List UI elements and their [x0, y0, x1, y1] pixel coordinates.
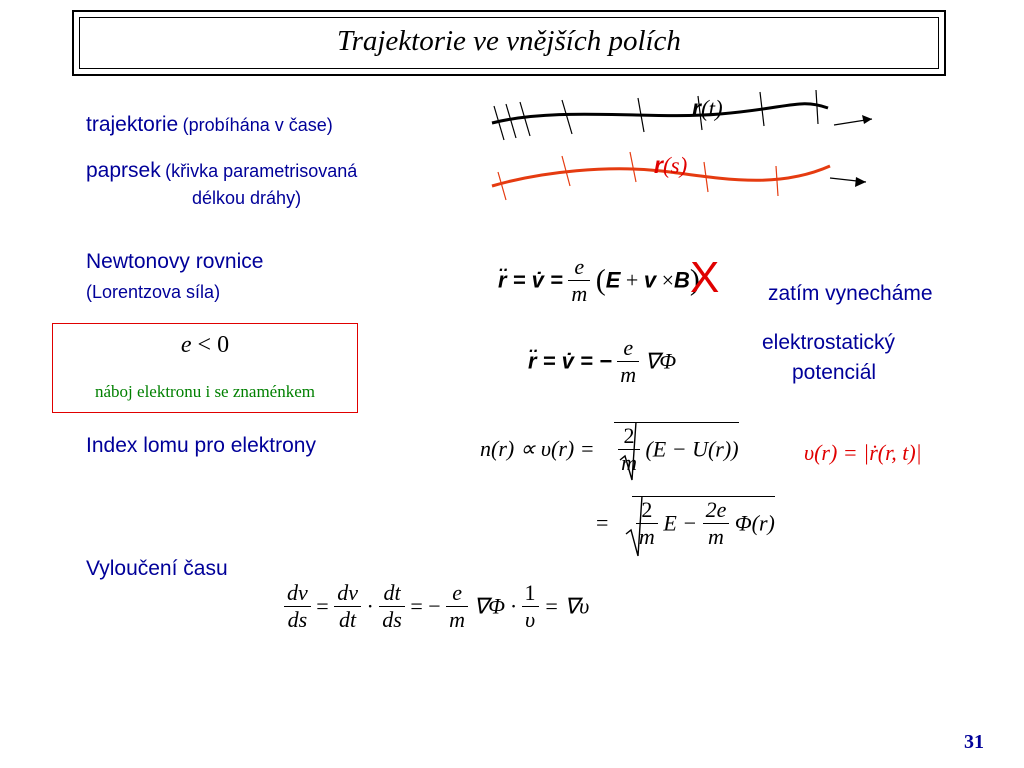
path-arrow-head [855, 177, 866, 187]
time-elimination-label: Vyloučení času [86, 557, 228, 580]
time-trajectory-label: r(t) [692, 95, 723, 121]
trajectory-main: trajektorie [86, 113, 179, 136]
title-frame: Trajektorie ve vnějších polích [72, 10, 946, 76]
speed-definition: υ(r) = |ṙ(r, t)| [804, 440, 922, 465]
time-arrow-head [862, 115, 872, 124]
ray-label: paprsek (křivka parametrisovaná [86, 159, 357, 183]
potential-label-2: potenciál [792, 361, 877, 384]
time-tick-marks [493, 89, 819, 141]
electron-charge-box: e < 0 náboj elektronu i se znaménkem [52, 323, 358, 413]
lorentz-label: (Lorentzova síla) [86, 282, 221, 302]
trajectory-note: (probíhána v čase) [182, 115, 333, 135]
ray-note-1: (křivka parametrisovaná [165, 161, 358, 181]
ray-note-2: délkou dráhy) [192, 188, 302, 208]
sqrt-sign-2 [625, 495, 643, 557]
crossed-out-mark: X [690, 253, 720, 302]
sqrt-sign-1 [619, 421, 637, 481]
omit-note: zatím vynecháme [768, 282, 933, 305]
ray-main: paprsek [86, 159, 161, 182]
trajectory-diagram [491, 89, 873, 201]
path-tick-marks [497, 151, 779, 201]
time-trajectory-curve [491, 102, 829, 125]
path-ray-curve [491, 164, 831, 188]
page-number: 31 [964, 731, 984, 753]
index-label: Index lomu pro elektrony [86, 434, 316, 457]
slide-title: Trajektorie ve vnějších polích [337, 25, 681, 57]
trajectory-label: trajektorie (probíhána v čase) [86, 113, 333, 137]
title-frame-inner [79, 17, 939, 69]
charge-caption: náboj elektronu i se znaménkem [95, 382, 315, 401]
charge-inequality: e < 0 [180, 332, 230, 358]
path-ray-label: r(s) [654, 152, 688, 178]
potential-label-1: elektrostatický [762, 331, 896, 354]
newton-label: Newtonovy rovnice [86, 250, 264, 273]
